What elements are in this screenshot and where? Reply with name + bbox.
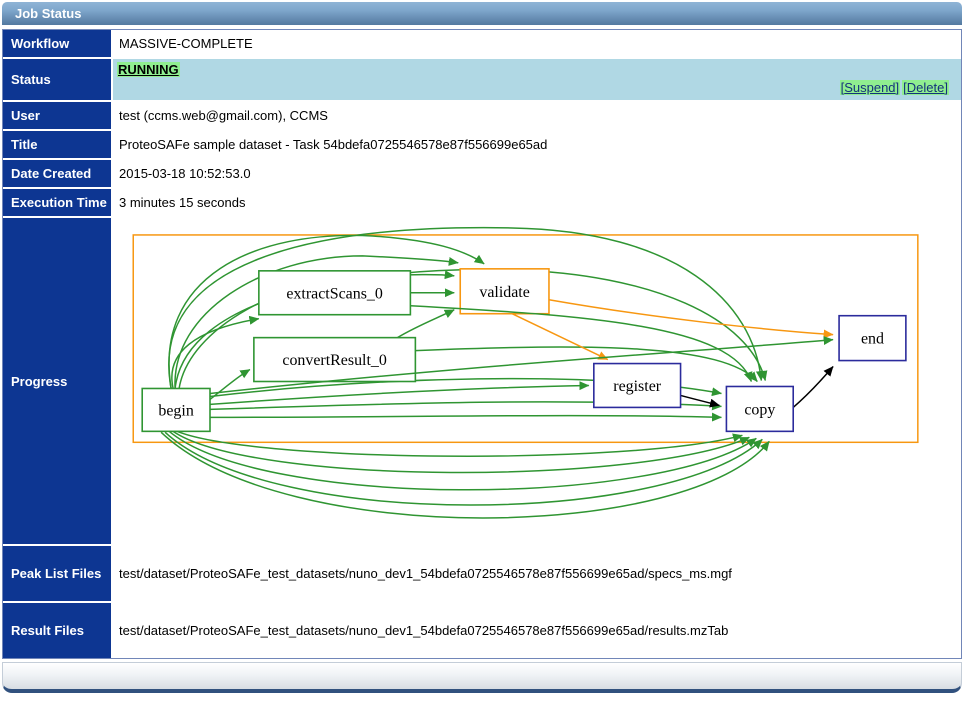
edge-begin-to-extractScans_0 [171,315,260,389]
suspend-action: [Suspend] [839,80,901,95]
node-label-end: end [861,331,884,348]
page-title: Job Status [15,6,82,21]
job-status-table: Workflow MASSIVE-COMPLETE Status RUNNING… [2,29,962,659]
node-extractScans_0 [258,270,412,316]
node-register [593,362,682,409]
row-value-status: RUNNING [Suspend][Delete] [113,59,961,100]
table-row-status: Status RUNNING [Suspend][Delete] [3,59,961,102]
row-label-date-created: Date Created [3,160,113,187]
table-row-date-created: Date Created 2015-03-18 10:52:53.0 [3,160,961,189]
row-label-status: Status [3,59,113,100]
node-label-extractScans_0: extractScans_0 [286,285,383,302]
row-label-result-files: Result Files [3,603,113,658]
node-label-validate: validate [479,284,529,301]
page-title-bar: Job Status [2,2,962,25]
edge-convertResult_0-to-validate [397,309,455,339]
row-value-workflow: MASSIVE-COMPLETE [113,30,961,57]
delete-action: [Delete] [902,80,949,95]
edge-convertResult_0-to-copy [415,346,758,382]
footer-bar [2,662,962,693]
row-label-peak-list-files: Peak List Files [3,546,113,601]
bracket-close: ] [895,80,900,95]
edge-begin-to-validate [168,234,485,389]
row-value-peak-list-files: test/dataset/ProteoSAFe_test_datasets/nu… [113,546,961,601]
row-label-progress: Progress [3,218,113,544]
node-label-convertResult_0: convertResult_0 [282,352,386,369]
edge-begin-to-copy [210,412,722,422]
node-copy [725,385,795,433]
edge-extractScans_0-to-copy [410,304,753,382]
edge-begin-to-validate [174,255,459,389]
table-row-execution-time: Execution Time 3 minutes 15 seconds [3,189,961,218]
delete-link[interactable]: Delete [906,80,945,95]
node-validate [459,268,550,315]
row-value-user: test (ccms.web@gmail.com), CCMS [113,102,961,129]
bracket-open: [ [903,80,907,95]
edge-begin-to-convertResult_0 [209,368,251,401]
row-value-title: ProteoSAFe sample dataset - Task 54bdefa… [113,131,961,158]
node-begin [141,387,211,433]
bracket-open: [ [840,80,845,95]
edge-begin-to-copy [176,430,743,457]
table-row-result-files: Result Files test/dataset/ProteoSAFe_tes… [3,603,961,658]
row-label-title: Title [3,131,113,158]
bracket-close: ] [944,80,948,95]
graph-container-box [132,234,919,444]
edge-begin-to-copy [172,430,750,474]
row-value-execution-time: 3 minutes 15 seconds [113,189,961,216]
edge-register-to-copy [680,394,720,408]
edge-copy-to-end [792,366,834,408]
table-row-progress: Progress extractScans_0 validate convertRe… [3,218,961,546]
table-row-workflow: Workflow MASSIVE-COMPLETE [3,30,961,59]
status-running-link[interactable]: RUNNING [117,62,180,77]
edge-begin-to-copy [160,431,770,519]
row-value-result-files: test/dataset/ProteoSAFe_test_datasets/nu… [113,603,961,658]
table-row-peak-list-files: Peak List Files test/dataset/ProteoSAFe_… [3,546,961,603]
row-value-date-created: 2015-03-18 10:52:53.0 [113,160,961,187]
edge-validate-to-end [548,299,834,339]
edge-begin-to-copy [164,431,763,506]
edge-begin-to-register [209,381,590,406]
status-actions: [Suspend][Delete] [117,80,949,95]
workflow-graph: extractScans_0 validate convertResult_0reg… [132,226,919,519]
node-end [838,314,907,362]
node-label-register: register [613,378,661,395]
edge-begin-to-copy [168,430,757,491]
node-convertResult_0 [253,336,417,383]
status-badge-wrap: RUNNING [117,62,949,77]
row-label-workflow: Workflow [3,30,113,57]
node-label-copy: copy [744,401,775,418]
edge-begin-to-end [209,336,834,395]
table-row-user: User test (ccms.web@gmail.com), CCMS [3,102,961,131]
edge-begin-to-copy [168,226,765,389]
edge-validate-to-register [511,313,609,361]
table-row-title: Title ProteoSAFe sample dataset - Task 5… [3,131,961,160]
row-label-user: User [3,102,113,129]
suspend-link[interactable]: Suspend [844,80,896,95]
node-label-begin: begin [158,402,193,419]
row-label-execution-time: Execution Time [3,189,113,216]
